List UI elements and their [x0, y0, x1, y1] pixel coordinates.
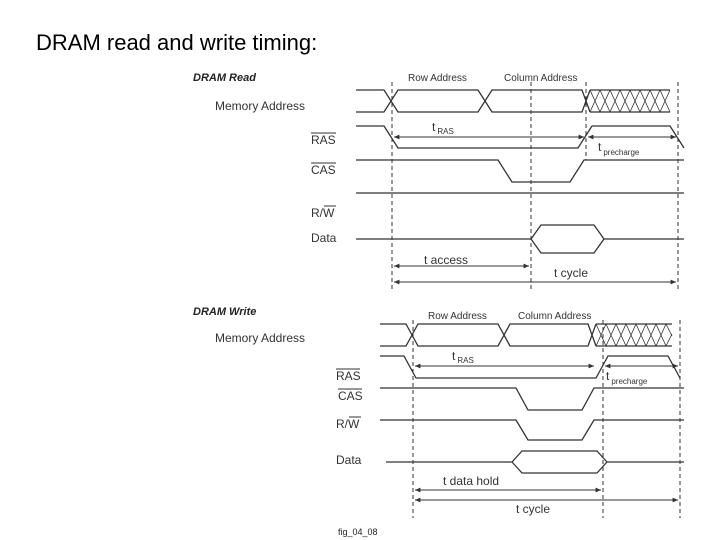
read-taccess-label: t access: [424, 253, 468, 267]
read-data-label: Data: [311, 231, 337, 245]
slide-title: DRAM read and write timing:: [36, 30, 318, 55]
read-row-address-label: Row Address: [408, 73, 467, 84]
write-data-waveform: [386, 450, 684, 474]
write-ras-label: RAS: [336, 369, 361, 383]
write-tcycle-label: t cycle: [516, 502, 550, 516]
figure-caption: fig_04_08: [338, 527, 378, 537]
write-rw-label: R/W: [336, 417, 360, 431]
write-row-address-label: Row Address: [428, 311, 487, 322]
read-data-waveform: [356, 224, 684, 254]
read-column-address-label: Column Address: [504, 73, 577, 84]
read-rw-label: R/W: [311, 206, 335, 220]
write-address-label: Memory Address: [215, 331, 305, 345]
read-ras-waveform: [356, 125, 685, 149]
write-tdatahold-label: t data hold: [443, 474, 499, 488]
write-cas-label: CAS: [338, 389, 363, 403]
write-section: DRAM Write Memory Address RAS CAS R/W Da…: [193, 306, 684, 518]
read-section: DRAM Read Memory Address RAS CAS R/W Dat…: [193, 72, 685, 290]
read-ras-label: RAS: [311, 133, 336, 147]
write-cas-waveform: [380, 387, 684, 411]
write-column-address-label: Column Address: [518, 311, 591, 322]
read-header: DRAM Read: [193, 72, 256, 84]
write-data-label: Data: [336, 453, 362, 467]
write-header: DRAM Write: [193, 306, 256, 318]
read-cas-waveform: [356, 159, 684, 183]
read-address-waveform: [356, 89, 671, 113]
read-cas-label: CAS: [311, 163, 336, 177]
read-tcycle-label: t cycle: [554, 266, 588, 280]
write-address-waveform: [380, 323, 673, 347]
read-address-label: Memory Address: [215, 99, 305, 113]
write-rw-waveform: [380, 419, 684, 441]
write-ras-waveform: [380, 355, 681, 379]
